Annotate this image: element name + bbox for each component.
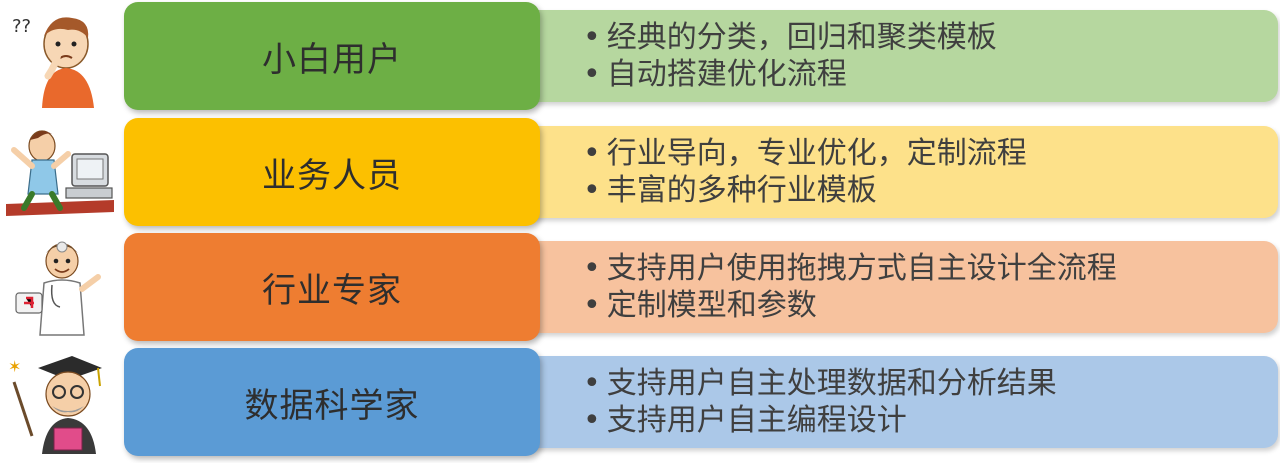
business-staff-point-1: 行业导向，专业优化，定制流程 [583,135,1278,172]
business-staff-label: 业务人员 [262,155,402,196]
data-scientist-label: 数据科学家 [244,385,420,426]
office-worker-computer-icon [2,120,118,224]
beginner-user-point-1: 经典的分类，回归和聚类模板 [583,19,1278,56]
data-scientist-label-box: 数据科学家 [124,348,540,456]
confused-boy-icon: ?? [2,4,118,108]
beginner-user-label-box: 小白用户 [124,2,540,110]
data-scientist-point-2: 支持用户自主编程设计 [583,402,1278,439]
svg-text:✶: ✶ [8,357,21,376]
row-data-scientist: ✶ 支持用户自主处理数据和分析结果 支持用户自主编程设计 数据科学家 [0,348,1280,456]
industry-expert-description: 支持用户使用拖拽方式自主设计全流程 定制模型和参数 [505,241,1278,333]
business-staff-description: 行业导向，专业优化，定制流程 丰富的多种行业模板 [505,126,1278,218]
industry-expert-point-2: 定制模型和参数 [583,287,1278,324]
row-beginner-user: ?? 经典的分类，回归和聚类模板 自动搭建优化流程 小白用户 [0,2,1280,110]
beginner-user-description: 经典的分类，回归和聚类模板 自动搭建优化流程 [505,10,1278,102]
doctor-icon [2,235,118,339]
data-scientist-point-1: 支持用户自主处理数据和分析结果 [583,365,1278,402]
row-business-staff: 行业导向，专业优化，定制流程 丰富的多种行业模板 业务人员 [0,118,1280,226]
data-scientist-description: 支持用户自主处理数据和分析结果 支持用户自主编程设计 [505,356,1278,448]
svg-text:??: ?? [12,16,31,37]
beginner-user-label: 小白用户 [262,39,402,80]
business-staff-point-2: 丰富的多种行业模板 [583,172,1278,209]
row-industry-expert: 支持用户使用拖拽方式自主设计全流程 定制模型和参数 行业专家 [0,233,1280,341]
industry-expert-point-1: 支持用户使用拖拽方式自主设计全流程 [583,250,1278,287]
beginner-user-point-2: 自动搭建优化流程 [583,56,1278,93]
business-staff-label-box: 业务人员 [124,118,540,226]
industry-expert-label-box: 行业专家 [124,233,540,341]
professor-icon: ✶ [2,350,118,454]
industry-expert-label: 行业专家 [262,270,402,311]
